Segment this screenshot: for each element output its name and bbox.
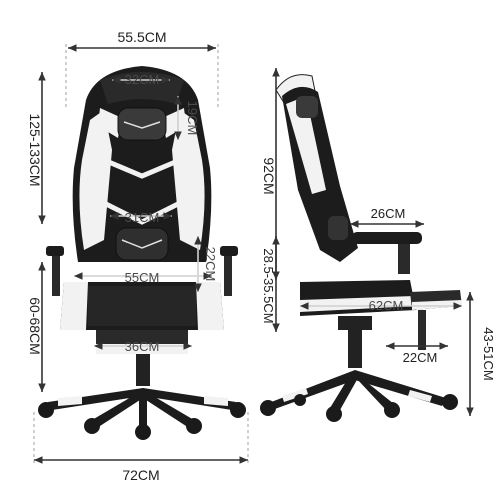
label-armrest-height: 28.5-35.5CM [261,248,276,323]
label-total-height: 125-133CM [27,113,43,186]
label-base-width: 72CM [122,467,159,483]
dimension-lines [33,44,474,466]
label-headrest-height: 19CM [185,101,200,136]
front-view-chair [38,44,246,440]
side-view-chair [260,74,462,422]
label-headrest-width: 32CM [125,72,160,87]
label-footrest-height: 43-51CM [481,327,496,380]
label-footrest-depth: 22CM [403,350,438,365]
label-top-width: 55.5CM [117,29,166,45]
label-backrest-width: 31CM [125,210,160,225]
label-seat-height: 60-68CM [27,297,43,355]
label-armrest-width: 26CM [371,206,406,221]
label-footrest-width: 36CM [125,339,160,354]
dimension-labels: 55.5CM 32CM 19CM 125-133CM 31CM 22CM 55C… [27,29,496,483]
label-lumbar-height: 22CM [203,247,218,282]
label-seat-depth: 62CM [369,298,404,313]
label-seat-width: 55CM [125,270,160,285]
label-backrest-height: 92CM [261,157,277,194]
